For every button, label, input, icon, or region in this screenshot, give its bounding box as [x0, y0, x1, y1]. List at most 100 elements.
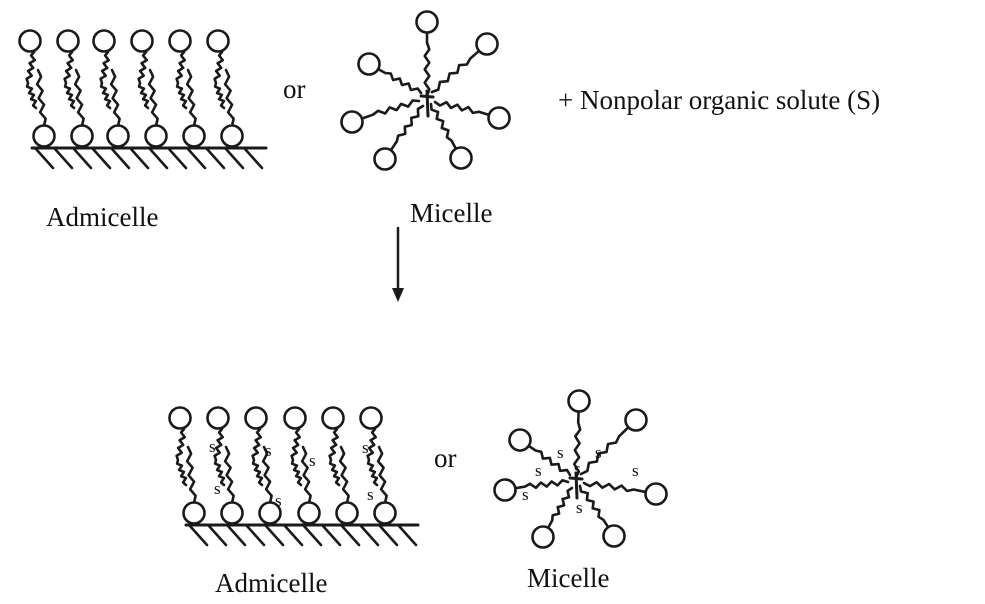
bottom-admicelle-label: Admicelle [215, 568, 327, 598]
top-hatch-line [112, 149, 129, 168]
admicelle-solute-mark: s [265, 441, 272, 460]
top-micelle-head-icon [477, 34, 498, 55]
top-admicelle-inner-head-icon [72, 126, 93, 147]
top-hatch-line [245, 149, 262, 168]
top-admicelle-outer-tail [139, 52, 148, 108]
top-admicelle-inner-head-icon [184, 126, 205, 147]
top-admicelle-inner-tail [187, 70, 196, 126]
top-hatch-line [226, 149, 243, 168]
reaction-arrow [392, 228, 404, 302]
bottom-admicelle-hatching [190, 526, 416, 545]
bottom-micelle-head-icon [495, 480, 516, 501]
admicelle-solute-mark: s [209, 437, 216, 456]
bottom-hatch-line [380, 526, 397, 545]
micelle-solute-mark: s [522, 485, 529, 504]
bottom-admicelle-inner-head-icon [222, 503, 243, 524]
top-micelle-head-icon [451, 148, 472, 169]
top-micelle-tail [391, 106, 423, 150]
bottom-or-connector: or [434, 443, 457, 473]
top-admicelle-label: Admicelle [46, 202, 158, 232]
admicelle-solute-mark: s [275, 491, 282, 510]
admicelle-solute-mark: s [367, 485, 374, 504]
top-micelle [342, 12, 510, 170]
bottom-hatch-line [285, 526, 302, 545]
top-admicelle-tails [27, 52, 234, 126]
top-hatch-line [131, 149, 148, 168]
top-hatch-line [207, 149, 224, 168]
top-hatch-line [36, 149, 53, 168]
top-admicelle-outer-tail [101, 52, 110, 108]
bottom-admicelle-outer-tail [292, 429, 301, 485]
top-admicelle-inner-head-icon [108, 126, 129, 147]
top-hatch-line [169, 149, 186, 168]
admicelle-solute-mark: s [362, 438, 369, 457]
top-admicelle-inner-tail [37, 70, 46, 126]
bottom-micelle-head-icon [604, 526, 625, 547]
bottom-micelle-tail [581, 428, 628, 474]
bottom-admicelle-outer-tail [215, 429, 224, 485]
top-micelle-head-icon [489, 108, 510, 129]
top-admicelle-inner-head-icon [146, 126, 167, 147]
solute-label: + Nonpolar organic solute (S) [558, 85, 880, 115]
bottom-admicelle-outer-tail [368, 429, 377, 485]
top-micelle-label: Micelle [410, 198, 492, 228]
bottom-admicelle-outer-head-icon [361, 408, 382, 429]
top-micelle-tail [435, 102, 489, 115]
bottom-hatch-line [247, 526, 264, 545]
top-admicelle-outer-head-icon [132, 31, 153, 52]
top-hatch-line [74, 149, 91, 168]
bottom-admicelle-inner-tail [340, 447, 349, 503]
bottom-admicelle-inner-tail [225, 447, 234, 503]
top-admicelle-inner-tail [75, 70, 84, 126]
arrow-head-icon [392, 288, 404, 302]
micelle-solute-mark: s [535, 461, 542, 480]
bottom-micelle-tail [548, 488, 572, 529]
micelle-solute-mark: s [576, 498, 583, 517]
top-micelle-tail [363, 101, 420, 119]
bottom-hatch-line [266, 526, 283, 545]
top-hatch-line [93, 149, 110, 168]
top-admicelle-outer-tail [215, 52, 224, 108]
top-admicelle-inner-tail [225, 70, 234, 126]
top-hatch-line [150, 149, 167, 168]
micelle-solute-mark: s [595, 443, 602, 462]
bottom-hatch-line [399, 526, 416, 545]
bottom-admicelle-outer-head-icon [323, 408, 344, 429]
top-admicelle-outer-head-icon [208, 31, 229, 52]
top-micelle-tail [432, 51, 479, 92]
bottom-micelle-head-icon [626, 410, 647, 431]
bottom-micelle-tail [580, 486, 609, 528]
admicelle-solute-mark: s [214, 479, 221, 498]
bottom-admicelle-inner-head-icon [375, 503, 396, 524]
top-micelle-head-icon [342, 112, 363, 133]
top-micelle-tail [377, 69, 421, 94]
top-admicelle-outer-head-icon [170, 31, 191, 52]
top-admicelle-outer-tail [27, 52, 36, 108]
bottom-admicelle-inner-tail [187, 447, 196, 503]
top-hatch-line [55, 149, 72, 168]
bottom-micelle-head-icon [510, 430, 531, 451]
bottom-admicelle-inner-tail [378, 447, 387, 503]
top-admicelle-outer-head-icon [20, 31, 41, 52]
bottom-admicelle: sssssss [170, 408, 419, 546]
top-admicelle-inner-tail [149, 70, 158, 126]
top-admicelle-inner-tail [111, 70, 120, 126]
top-admicelle-inner-head-icon [222, 126, 243, 147]
micelle-solute-mark: s [632, 461, 639, 480]
bottom-hatch-line [209, 526, 226, 545]
bottom-admicelle-outer-tail [177, 429, 186, 485]
bottom-admicelle-outer-tail [330, 429, 339, 485]
top-admicelle-outer-tail [65, 52, 74, 108]
top-micelle-head-icon [375, 149, 396, 170]
bottom-admicelle-outer-head-icon [246, 408, 267, 429]
top-micelle-head-icon [417, 12, 438, 33]
top-hatch-line [188, 149, 205, 168]
bottom-micelle-head-icon [569, 391, 590, 412]
bottom-admicelle-inner-head-icon [299, 503, 320, 524]
top-admicelle [20, 31, 267, 169]
bottom-admicelle-outer-tail [253, 429, 262, 485]
top-admicelle-outer-tail [177, 52, 186, 108]
top-admicelle-hatching [36, 149, 262, 168]
